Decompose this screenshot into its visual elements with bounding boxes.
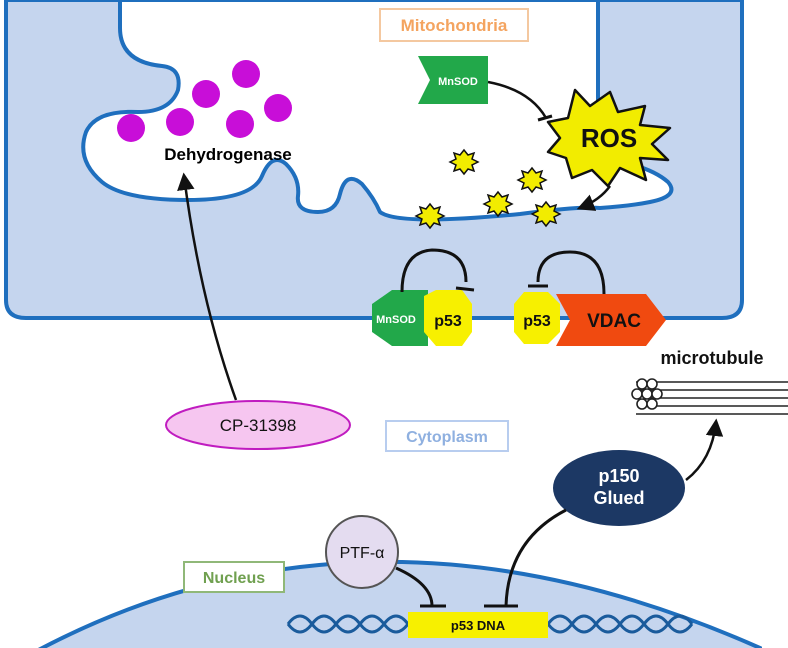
nucleus-label: Nucleus [203, 570, 265, 587]
mnsod-p53-inhibition-line [400, 248, 468, 293]
dna-helix [286, 614, 694, 634]
mnsod-top-label: MnSOD [438, 76, 478, 88]
purple-dot [232, 60, 260, 88]
p53-dna-box: p53 DNA [408, 612, 548, 638]
purple-dot [226, 110, 254, 138]
inhibition-bar [537, 114, 553, 122]
ptf-alpha-node: PTF-α [325, 515, 399, 589]
p150-glued-node: p150 Glued [553, 450, 685, 526]
dehydrogenase-molecules [117, 60, 292, 142]
ros-particle [414, 202, 446, 230]
p53-dna-label: p53 DNA [451, 618, 506, 633]
glued-label: Glued [593, 488, 644, 508]
purple-dot [117, 114, 145, 142]
cp-31398-node: CP-31398 [165, 400, 351, 450]
ptf-alpha-label: PTF-α [340, 545, 385, 562]
purple-dot [192, 80, 220, 108]
purple-dot [166, 108, 194, 136]
microtubule-label: microtubule [660, 348, 763, 368]
p150-label: p150 [598, 466, 639, 486]
ros-label: ROS [581, 123, 637, 153]
ros-particle [448, 148, 480, 176]
ros-particle [482, 190, 514, 218]
microtubule-icon [631, 378, 788, 415]
p53-vdac-complex: p53 VDAC [514, 292, 666, 346]
inner-membrane [81, 0, 674, 222]
mitochondrion [4, 0, 744, 320]
p150-to-microtubule-arrow [685, 418, 724, 481]
ptf-inhibition-line [395, 566, 434, 607]
p53-vdac-label: p53 [523, 313, 551, 330]
ros-burst: ROS [546, 88, 672, 188]
mitochondria-label-box: Mitochondria [379, 8, 529, 42]
ros-arrow [576, 185, 612, 211]
cytoplasm-label: Cytoplasm [406, 429, 488, 446]
cp-31398-label: CP-31398 [220, 416, 297, 435]
cytoplasm-label-box: Cytoplasm [385, 420, 509, 452]
ros-particle [516, 166, 548, 194]
mitochondria-label: Mitochondria [401, 16, 508, 35]
inhibition-line [487, 80, 548, 119]
purple-dot [264, 94, 292, 122]
nucleus-label-box: Nucleus [183, 561, 285, 593]
cp-to-dehydrogenase-arrow [177, 172, 238, 401]
vdac-label: VDAC [587, 311, 641, 332]
dehydrogenase-label: Dehydrogenase [164, 145, 292, 164]
mnsod-p53-complex: MnSOD p53 [372, 290, 472, 346]
mnsod-top: MnSOD [418, 56, 488, 104]
ros-particles [414, 148, 562, 230]
mnsod-p53-inhibition-bar [455, 286, 475, 292]
p150-inhibition-line [504, 508, 567, 607]
ros-particle [530, 200, 562, 228]
p53-complex-label: p53 [434, 313, 462, 330]
mnsod-complex-label: MnSOD [376, 314, 416, 326]
vdac-p53-inhibition-line [536, 250, 606, 295]
